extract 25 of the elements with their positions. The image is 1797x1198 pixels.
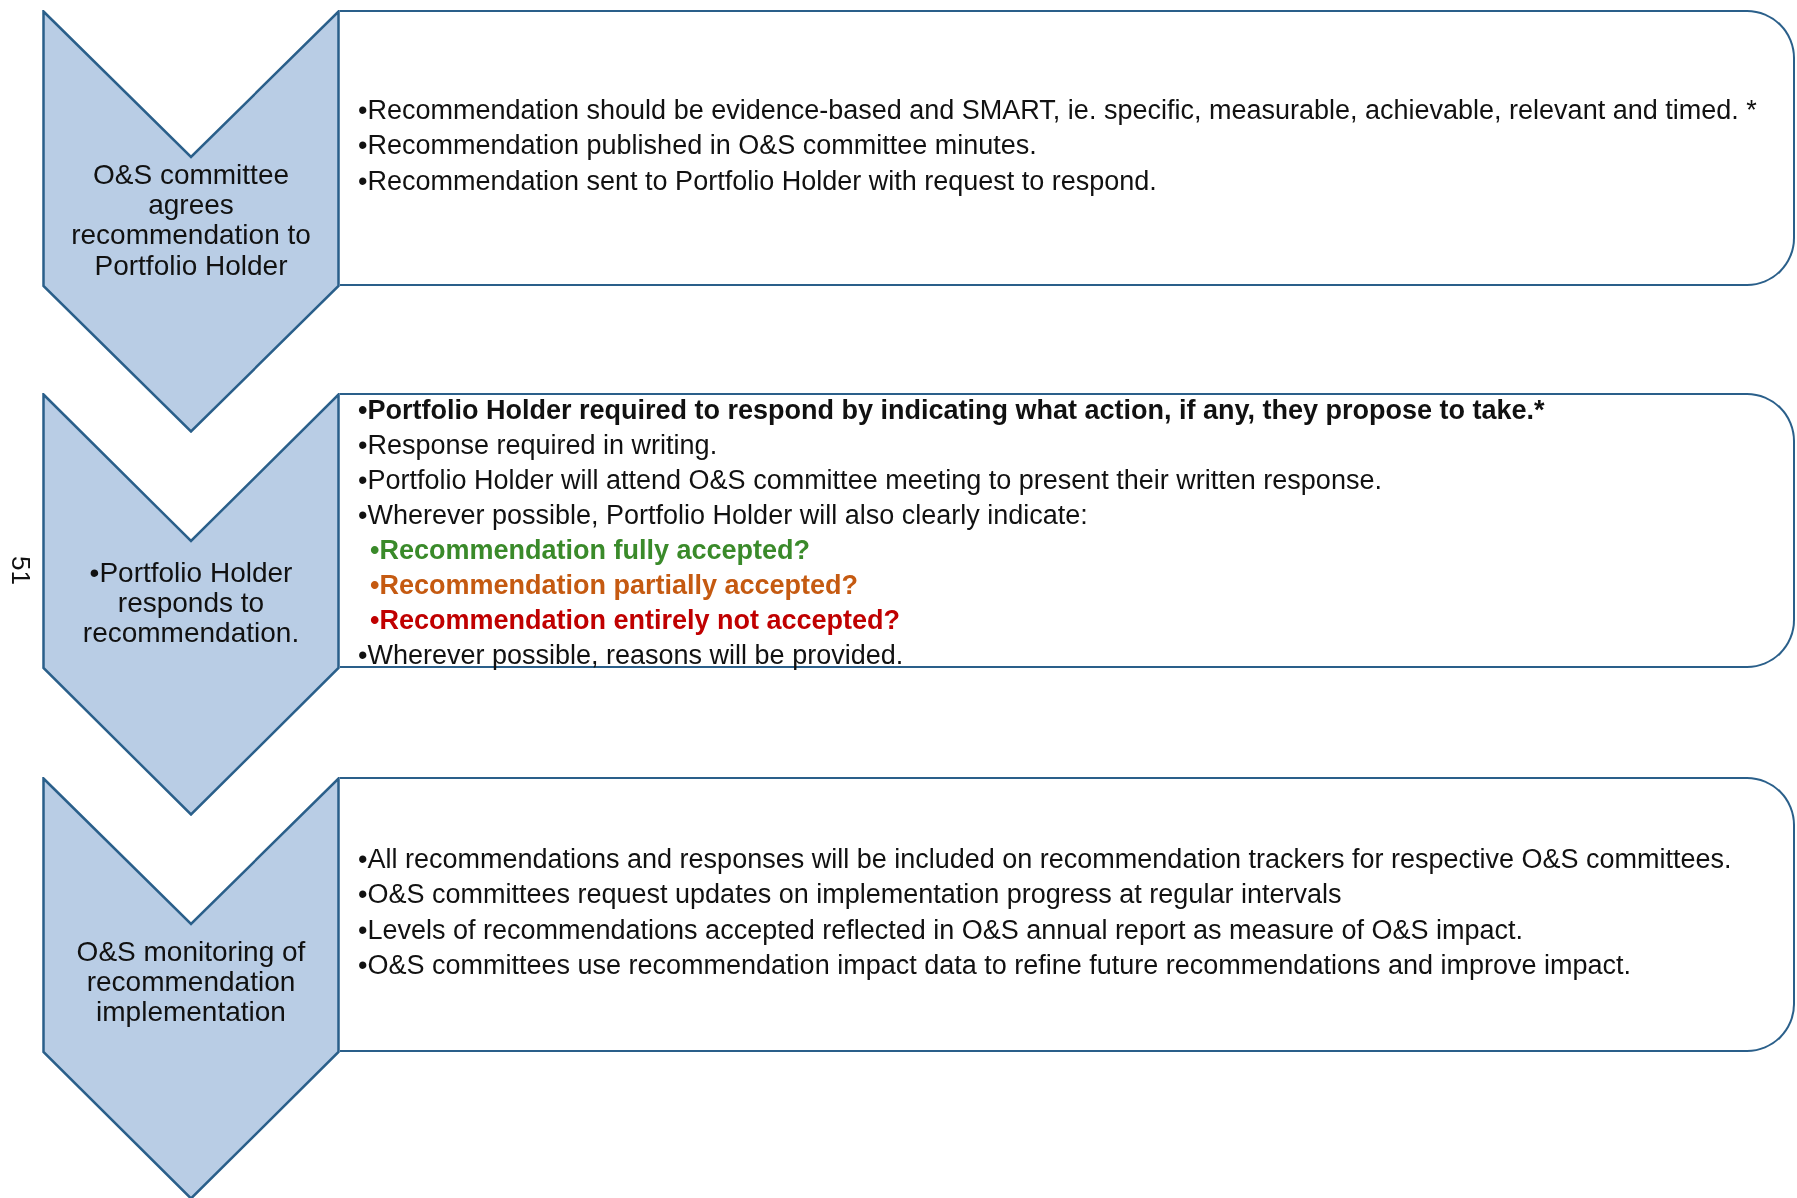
bullet-text: •Portfolio Holder required to respond by indicating what action, if any, they propose to take.*	[358, 395, 1546, 427]
chevron-shape	[42, 10, 340, 433]
bullet-text: •Response required in writing.	[358, 430, 719, 462]
bullet-text: •Portfolio Holder will attend O&S committee meeting to present their written response.	[358, 465, 1383, 497]
text-panel	[340, 393, 1795, 668]
bullet-text: •Wherever possible, Portfolio Holder will also clearly indicate:	[358, 500, 1089, 532]
bullet-text: •Levels of recommendations accepted reflected in O&S annual report as measure of O&S impact.	[358, 914, 1525, 946]
text-panel	[340, 10, 1795, 286]
step-label: •Portfolio Holder responds to recommendation.	[81, 558, 301, 649]
bullet-text: •Recommendation partially accepted?	[369, 570, 860, 602]
bullet-text: •Recommendation should be evidence-based and SMART, ie. specific, measurable, achievable, relevant and timed. *	[358, 95, 1758, 127]
bullet-text: •All recommendations and responses will be included on recommendation trackers for respective O&S committees.	[358, 844, 1733, 876]
chevron-shape	[42, 393, 340, 816]
bullet-text: •O&S committees request updates on implementation progress at regular intervals	[358, 879, 1343, 911]
page-number: 51	[4, 556, 36, 585]
step-label: O&S monitoring of recommendation implementation	[75, 937, 307, 1028]
bullet-text: •Wherever possible, reasons will be provided.	[358, 640, 905, 672]
bullet-text: •O&S committees use recommendation impact data to refine future recommendations and improve impact.	[358, 949, 1633, 981]
bullet-text: •Recommendation entirely not accepted?	[369, 605, 902, 637]
chevron-shape	[42, 777, 340, 1198]
bullet-text: •Recommendation sent to Portfolio Holder with request to respond.	[358, 165, 1158, 197]
text-panel	[340, 777, 1795, 1052]
bullet-text: •Recommendation fully accepted?	[369, 535, 812, 567]
bullet-text: •Recommendation published in O&S committee minutes.	[358, 130, 1038, 162]
step-label: O&S committee agrees recommendation to Portfolio Holder	[70, 160, 312, 281]
